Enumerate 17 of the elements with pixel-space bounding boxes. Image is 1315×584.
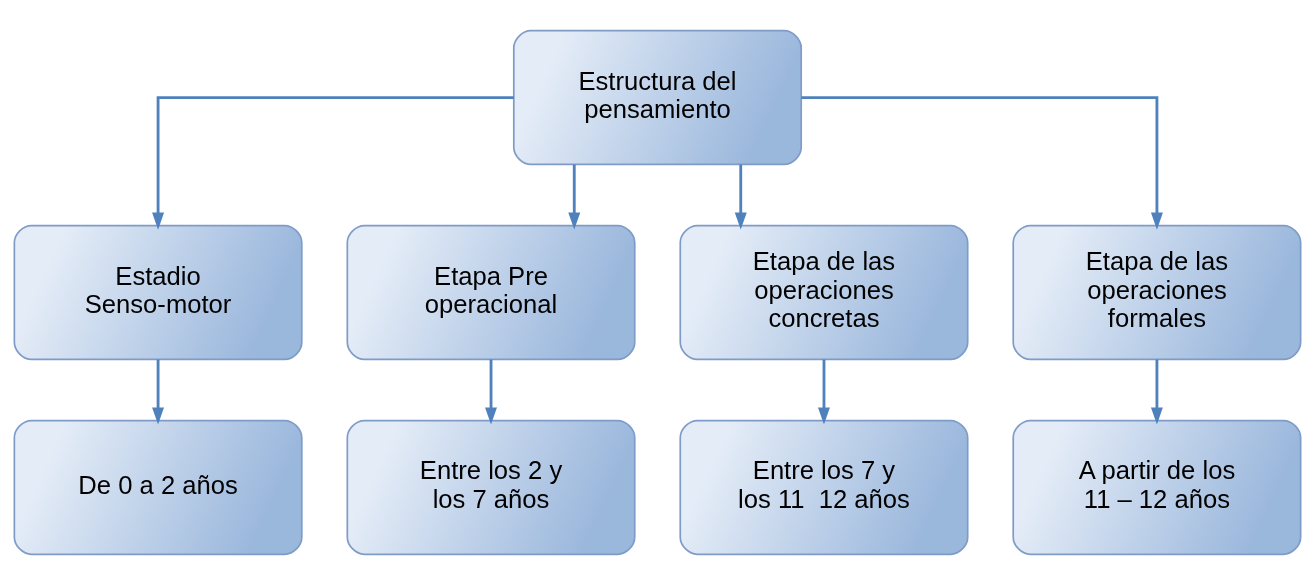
- arrow: [1150, 359, 1163, 425]
- node-box: Etapa de las operaciones formales: [1012, 224, 1302, 360]
- arrow: [152, 359, 165, 425]
- node-box: Estructura del pensamiento: [512, 29, 803, 165]
- arrow: [485, 359, 497, 425]
- node-box: Etapa Pre operacional: [346, 224, 636, 360]
- node-box: Estadio Senso-motor: [13, 224, 303, 360]
- arrow: [818, 359, 830, 425]
- arrow: [734, 164, 747, 230]
- arrow: [801, 95, 1163, 230]
- node-box: Entre los 2 y los 7 años: [346, 419, 636, 555]
- node-box: De 0 a 2 años: [13, 419, 303, 555]
- node-box: A partir de los 11 – 12 años: [1012, 419, 1302, 555]
- node-box: Entre los 7 y los 11 12 años: [679, 419, 969, 555]
- node-box: Etapa de las operaciones concretas: [679, 224, 969, 360]
- arrow: [568, 164, 581, 230]
- arrow: [152, 95, 514, 230]
